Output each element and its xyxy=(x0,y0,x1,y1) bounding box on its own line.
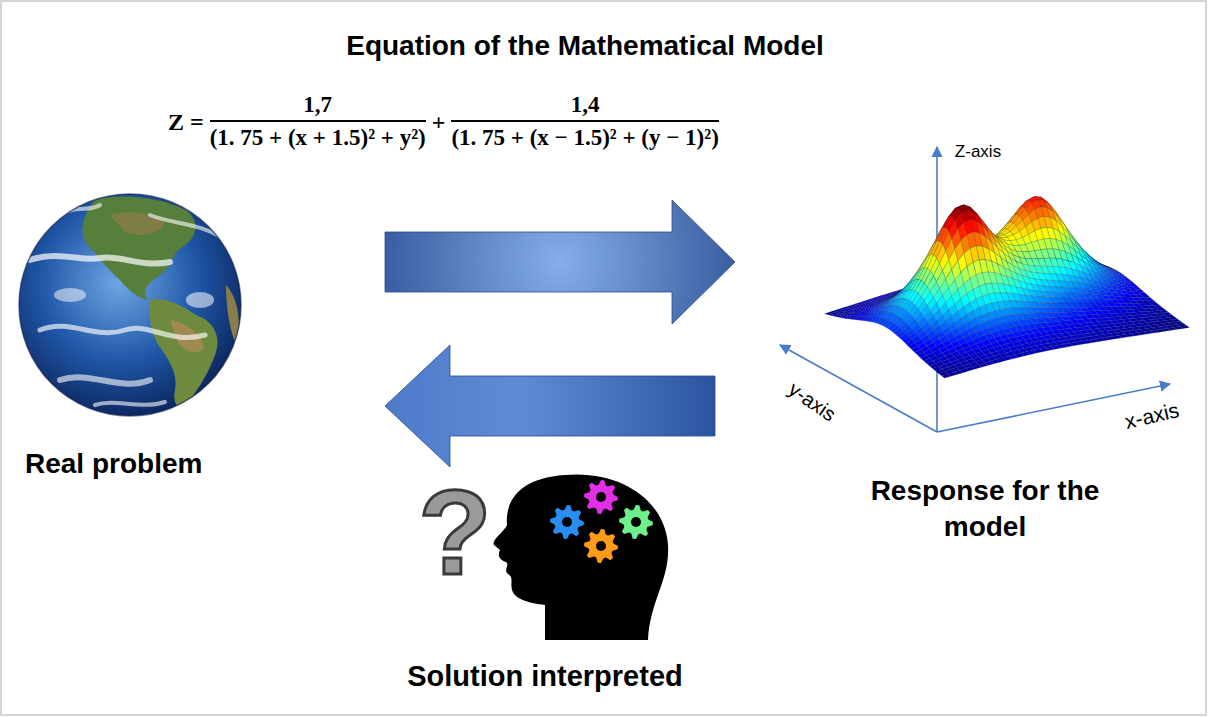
gear xyxy=(550,505,584,539)
stage-caption: Real problem xyxy=(25,446,325,482)
earth-surface xyxy=(30,197,239,408)
gear-hole xyxy=(631,517,641,527)
question-mark: ? xyxy=(418,463,491,601)
gear-body xyxy=(619,505,653,539)
earth-globe xyxy=(19,194,241,416)
plot-axes xyxy=(780,147,1170,432)
surface-plot xyxy=(825,196,1190,378)
y-axis-line xyxy=(780,345,937,432)
denominator: (1. 75 + (x − 1.5)² + (y − 1)²) xyxy=(451,125,718,151)
fraction: 1,4 (1. 75 + (x − 1.5)² + (y − 1)²) xyxy=(451,92,718,151)
gear-body xyxy=(584,529,618,563)
cloud xyxy=(150,215,225,240)
denominator: (1. 75 + (x + 1.5)² + y²) xyxy=(210,125,426,151)
illustrated-stage: Real problem xyxy=(10,190,375,500)
axis-label: x-axis xyxy=(1123,398,1182,434)
gear-hole xyxy=(596,541,606,551)
surface-cell xyxy=(942,374,951,378)
head-silhouette xyxy=(494,474,669,640)
gear xyxy=(619,505,653,539)
axis-label: Z-axis xyxy=(955,142,1001,162)
equation-symbol: + xyxy=(432,109,446,135)
block-arrow xyxy=(385,345,715,467)
numerator: 1,4 xyxy=(571,92,600,118)
cloud xyxy=(40,326,205,337)
fraction-bar xyxy=(210,120,426,122)
continent xyxy=(150,299,218,407)
equation-symbol: Z = xyxy=(168,109,204,135)
earth-rim xyxy=(19,194,241,416)
fraction: 1,7 (1. 75 + (x + 1.5)² + y²) xyxy=(210,92,426,151)
equation: Z = 1,7 (1. 75 + (x + 1.5)² + y²)+1,4 (1. 7… xyxy=(168,92,719,151)
numerator: 1,7 xyxy=(303,92,332,118)
illustrated-stage: Response for the model xyxy=(745,130,1200,560)
block-arrow xyxy=(385,200,735,324)
gear xyxy=(584,480,618,514)
axis-label: y-axis xyxy=(784,378,840,427)
cloud xyxy=(186,292,214,308)
gear-body xyxy=(584,480,618,514)
cloud xyxy=(30,256,170,264)
caption: Solution interpreted xyxy=(407,660,683,693)
gear-hole xyxy=(596,492,606,502)
cloud xyxy=(54,288,86,302)
gear-body xyxy=(550,505,584,539)
fraction-bar xyxy=(451,120,718,122)
label-wrap: y-axis xyxy=(784,378,840,427)
cloud xyxy=(60,377,150,383)
continent xyxy=(83,197,196,300)
label-wrap: Z-axis xyxy=(955,142,1001,162)
gear xyxy=(584,529,618,563)
title: Equation of the Mathematical Model xyxy=(346,30,824,62)
label-wrap: x-axis xyxy=(1123,398,1182,434)
title-wrap: Equation of the Mathematical Model xyxy=(346,30,824,62)
gear-hole xyxy=(562,517,572,527)
earth-ocean xyxy=(19,194,241,416)
thinking-head xyxy=(494,474,669,640)
label-wrap: ? xyxy=(418,463,491,601)
label-wrap: Solution interpreted xyxy=(407,660,683,693)
gears xyxy=(550,480,653,563)
stage-caption: Response for the model xyxy=(835,473,1135,545)
cloud xyxy=(95,402,165,405)
